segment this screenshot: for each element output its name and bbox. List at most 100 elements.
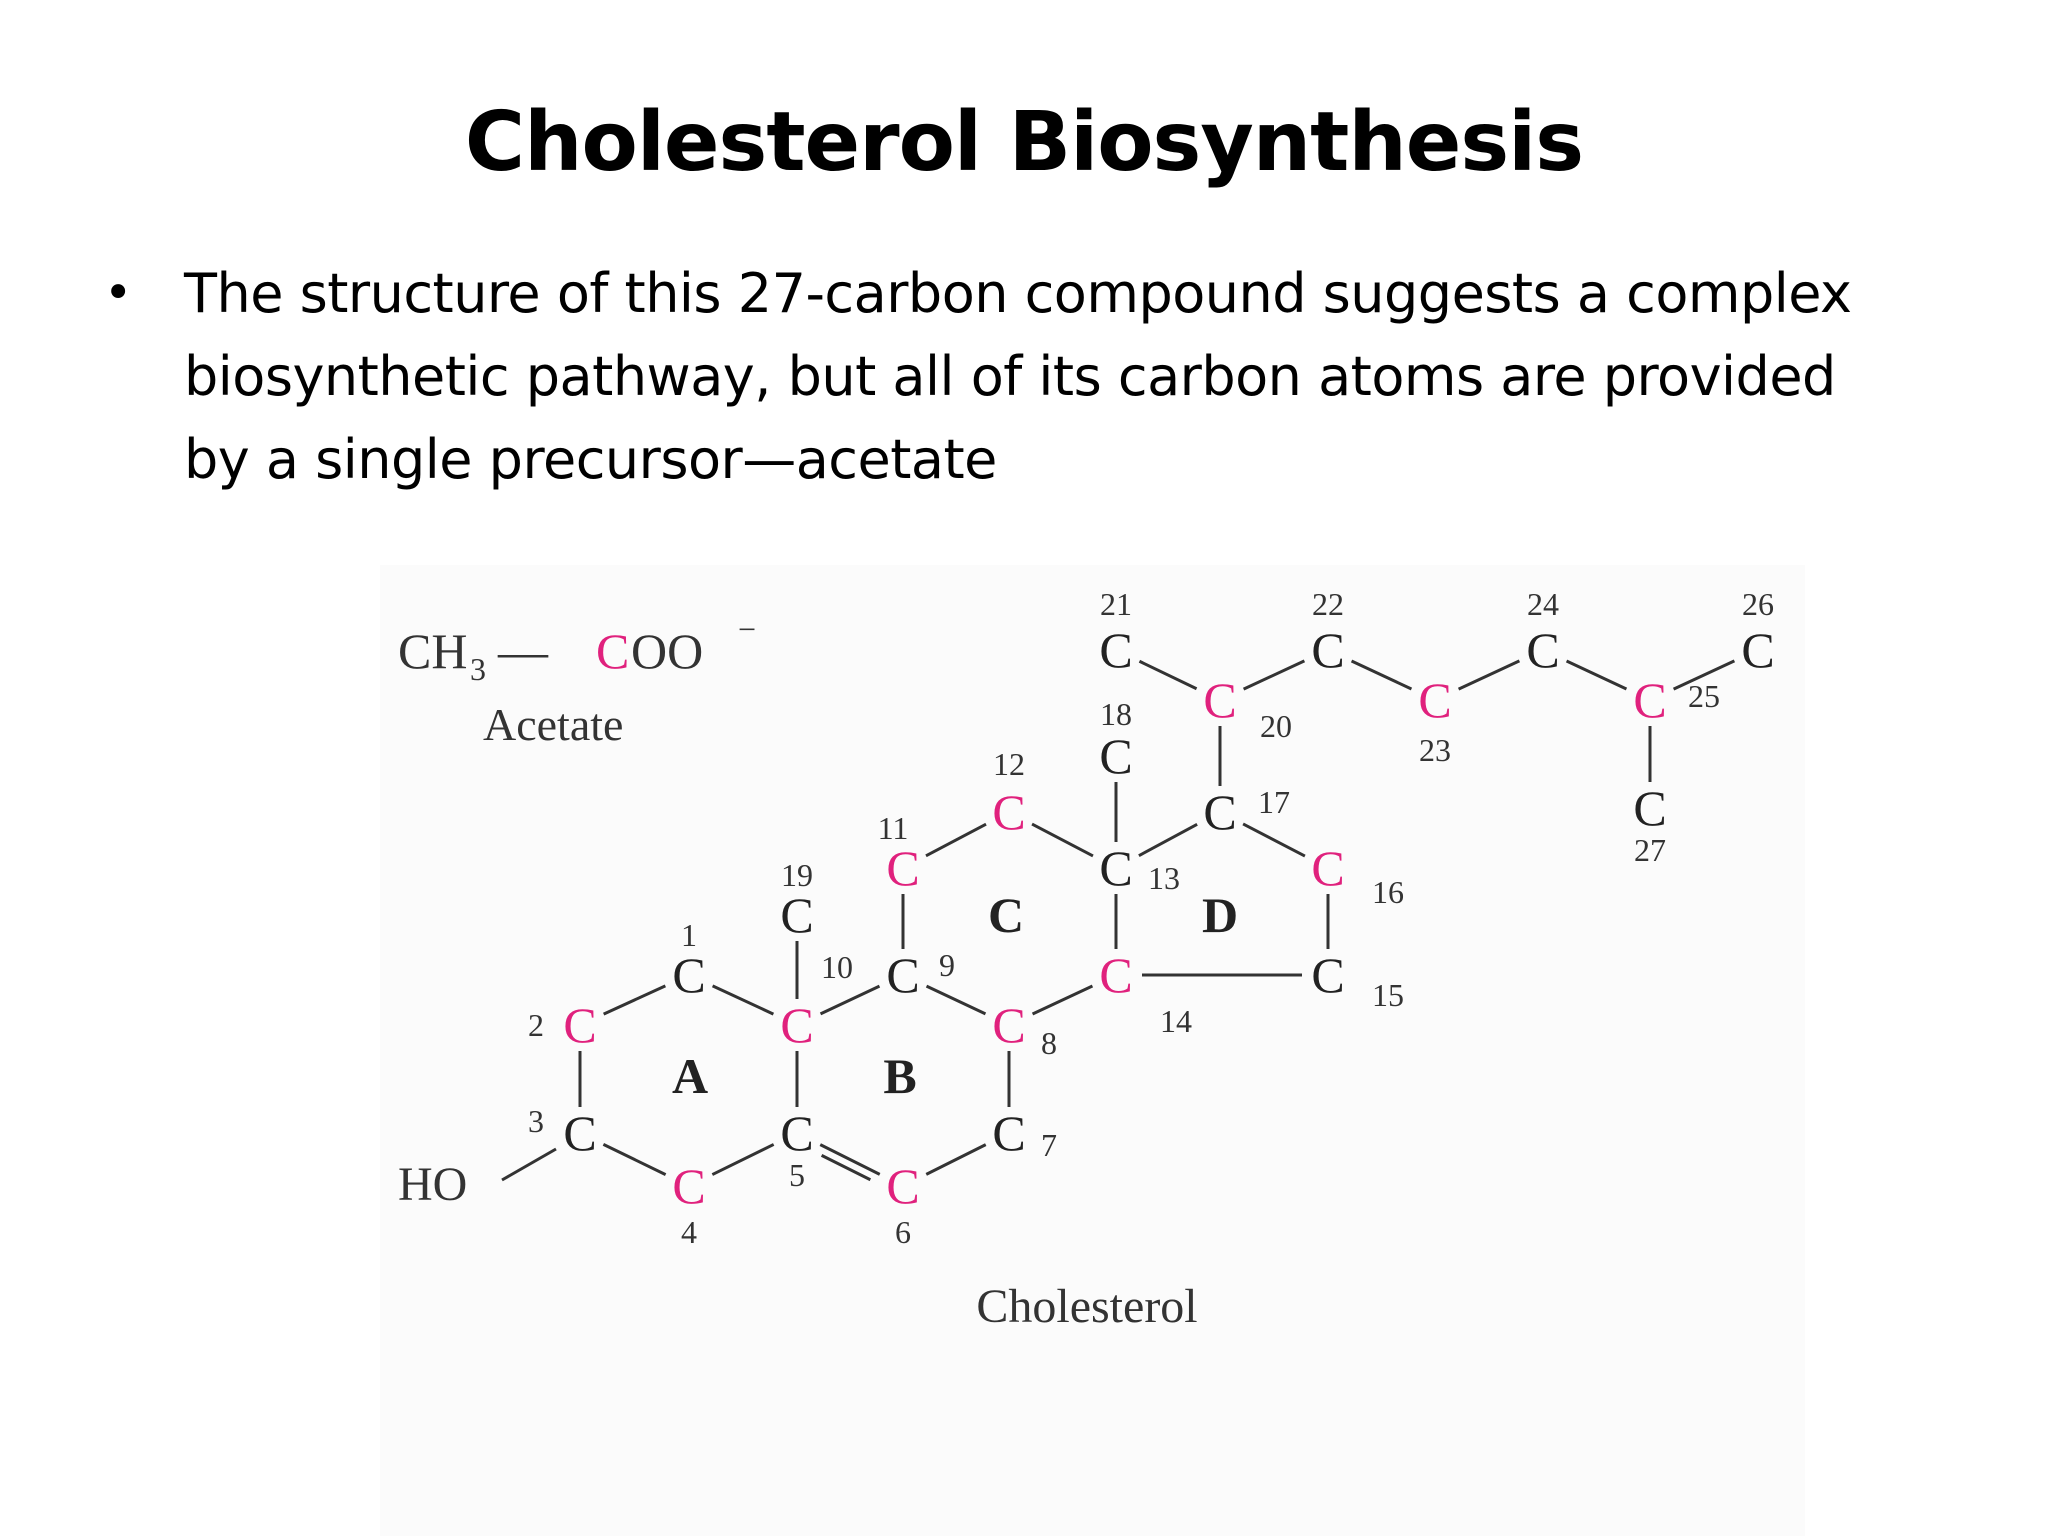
bond-o-c3 xyxy=(501,1147,557,1182)
bond-c17-c16 xyxy=(1242,822,1306,858)
carbon-number-24: 24 xyxy=(1527,586,1559,622)
bond-c9-c10 xyxy=(819,984,881,1016)
bond-c24-c25 xyxy=(1565,659,1628,691)
bullet-line-1: The structure of this 27-carbon compound… xyxy=(184,262,1852,325)
carbon-number-11: 11 xyxy=(878,810,909,846)
carbon-number-21: 21 xyxy=(1100,586,1132,622)
ring-label-d: D xyxy=(1202,887,1238,943)
bond-c4-c5 xyxy=(711,1143,775,1176)
carbon-number-15: 15 xyxy=(1372,977,1404,1013)
acetate-ch3: CH xyxy=(398,623,467,679)
acetate-bond: — xyxy=(497,623,549,679)
carbon-number-20: 20 xyxy=(1260,708,1292,744)
carbon-number-2: 2 xyxy=(528,1007,544,1043)
carbon-atom-14: C xyxy=(1099,947,1132,1003)
figure-panel xyxy=(380,565,1805,1536)
bond-c20-c22 xyxy=(1242,659,1306,691)
bullet-text: The structure of this 27-carbon compound… xyxy=(184,252,1984,501)
carbon-number-22: 22 xyxy=(1312,586,1344,622)
carbon-atom-21: C xyxy=(1099,622,1132,678)
bond-c1-c2 xyxy=(603,984,666,1016)
bond-c10-c1 xyxy=(711,984,775,1016)
ring-labels: A B C D xyxy=(672,887,1238,1104)
carbon-atom-18: C xyxy=(1099,728,1132,784)
carbon-number-26: 26 xyxy=(1742,586,1774,622)
carbon-number-18: 18 xyxy=(1100,696,1132,732)
carbon-atom-22: C xyxy=(1311,622,1344,678)
carbon-atom-24: C xyxy=(1526,622,1559,678)
carbon-atom-26: C xyxy=(1741,622,1774,678)
bullet-marker: • xyxy=(104,265,132,321)
bond-c14-c8 xyxy=(1031,984,1094,1016)
carbon-atom-16: C xyxy=(1311,840,1344,896)
carbon-number-25: 25 xyxy=(1688,678,1720,714)
carbon-atom-11: C xyxy=(886,840,919,896)
carbon-atom-13: C xyxy=(1099,840,1132,896)
ring-label-a: A xyxy=(672,1048,708,1104)
carbon-number-17: 17 xyxy=(1258,784,1290,820)
bond-c11-c12 xyxy=(925,822,987,858)
carbon-atom-2: C xyxy=(563,997,596,1053)
carbon-number-5: 5 xyxy=(789,1157,805,1193)
carbon-atom-8: C xyxy=(992,997,1025,1053)
carbon-atom-23: C xyxy=(1418,672,1451,728)
carbon-atom-3: C xyxy=(563,1105,596,1161)
carbon-atom-10: C xyxy=(780,997,813,1053)
bond-c6-c7 xyxy=(925,1143,987,1176)
hydroxyl-group: HO xyxy=(398,1158,467,1211)
carbon-number-6: 6 xyxy=(895,1214,911,1250)
carbon-atom-15: C xyxy=(1311,947,1344,1003)
bullet-line-2: biosynthetic pathway, but all of its car… xyxy=(184,345,1836,408)
bond-layer xyxy=(501,659,1736,1182)
carbon-number-10: 10 xyxy=(821,949,853,985)
bullet-line-3: by a single precursor—acetate xyxy=(184,428,997,491)
carbon-atom-5: C xyxy=(780,1105,813,1161)
carbon-number-8: 8 xyxy=(1041,1025,1057,1061)
carbon-atom-6: C xyxy=(886,1158,919,1214)
carbon-number-1: 1 xyxy=(681,917,697,953)
bond-c3-c4 xyxy=(602,1143,667,1176)
carbon-atom-25: C xyxy=(1633,672,1666,728)
carbon-number-7: 7 xyxy=(1041,1127,1057,1163)
ring-label-b: B xyxy=(883,1048,916,1104)
bond-c5-c6 xyxy=(819,1143,881,1176)
carbon-number-16: 16 xyxy=(1372,874,1404,910)
acetate-charge: − xyxy=(738,611,756,647)
cholesterol-label: Cholesterol xyxy=(976,1280,1197,1333)
carbon-atom-27: C xyxy=(1633,780,1666,836)
carbon-atom-1: C xyxy=(672,947,705,1003)
bond-c13-c17 xyxy=(1138,823,1198,857)
carbon-number-12: 12 xyxy=(993,746,1025,782)
acetate-subscript: 3 xyxy=(470,651,486,687)
bond-c22-c23 xyxy=(1350,659,1413,691)
carbon-atom-20: C xyxy=(1203,672,1236,728)
carbon-number-3: 3 xyxy=(528,1103,544,1139)
acetate-formula: CH 3 — C OO − xyxy=(398,611,756,687)
carbon-number-13: 13 xyxy=(1148,860,1180,896)
carbon-atom-17: C xyxy=(1203,784,1236,840)
carbon-number-9: 9 xyxy=(939,947,955,983)
bond-c20-c21 xyxy=(1138,659,1198,691)
bond-c8-c9 xyxy=(925,984,987,1016)
double-bond-c5-c6 xyxy=(820,1154,872,1182)
bond-c12-c13 xyxy=(1031,822,1094,858)
carbon-atom-9: C xyxy=(886,947,919,1003)
carbon-atom-7: C xyxy=(992,1105,1025,1161)
slide-title: Cholesterol Biosynthesis xyxy=(464,95,1584,190)
acetate-label: Acetate xyxy=(483,699,623,750)
bond-c25-c26 xyxy=(1672,659,1736,691)
carbon-number-14: 14 xyxy=(1160,1003,1192,1039)
carbon-atom-12: C xyxy=(992,784,1025,840)
acetate-carboxyl-carbon: C xyxy=(596,623,629,679)
carbon-atom-4: C xyxy=(672,1158,705,1214)
bond-c23-c24 xyxy=(1457,659,1521,691)
carbon-number-19: 19 xyxy=(781,857,813,893)
carbon-number-4: 4 xyxy=(681,1214,697,1250)
ring-label-c: C xyxy=(988,887,1024,943)
carbon-number-23: 23 xyxy=(1419,732,1451,768)
acetate-oxygens: OO xyxy=(631,623,703,679)
carbon-number-27: 27 xyxy=(1634,832,1666,868)
carbon-atom-19: C xyxy=(780,887,813,943)
